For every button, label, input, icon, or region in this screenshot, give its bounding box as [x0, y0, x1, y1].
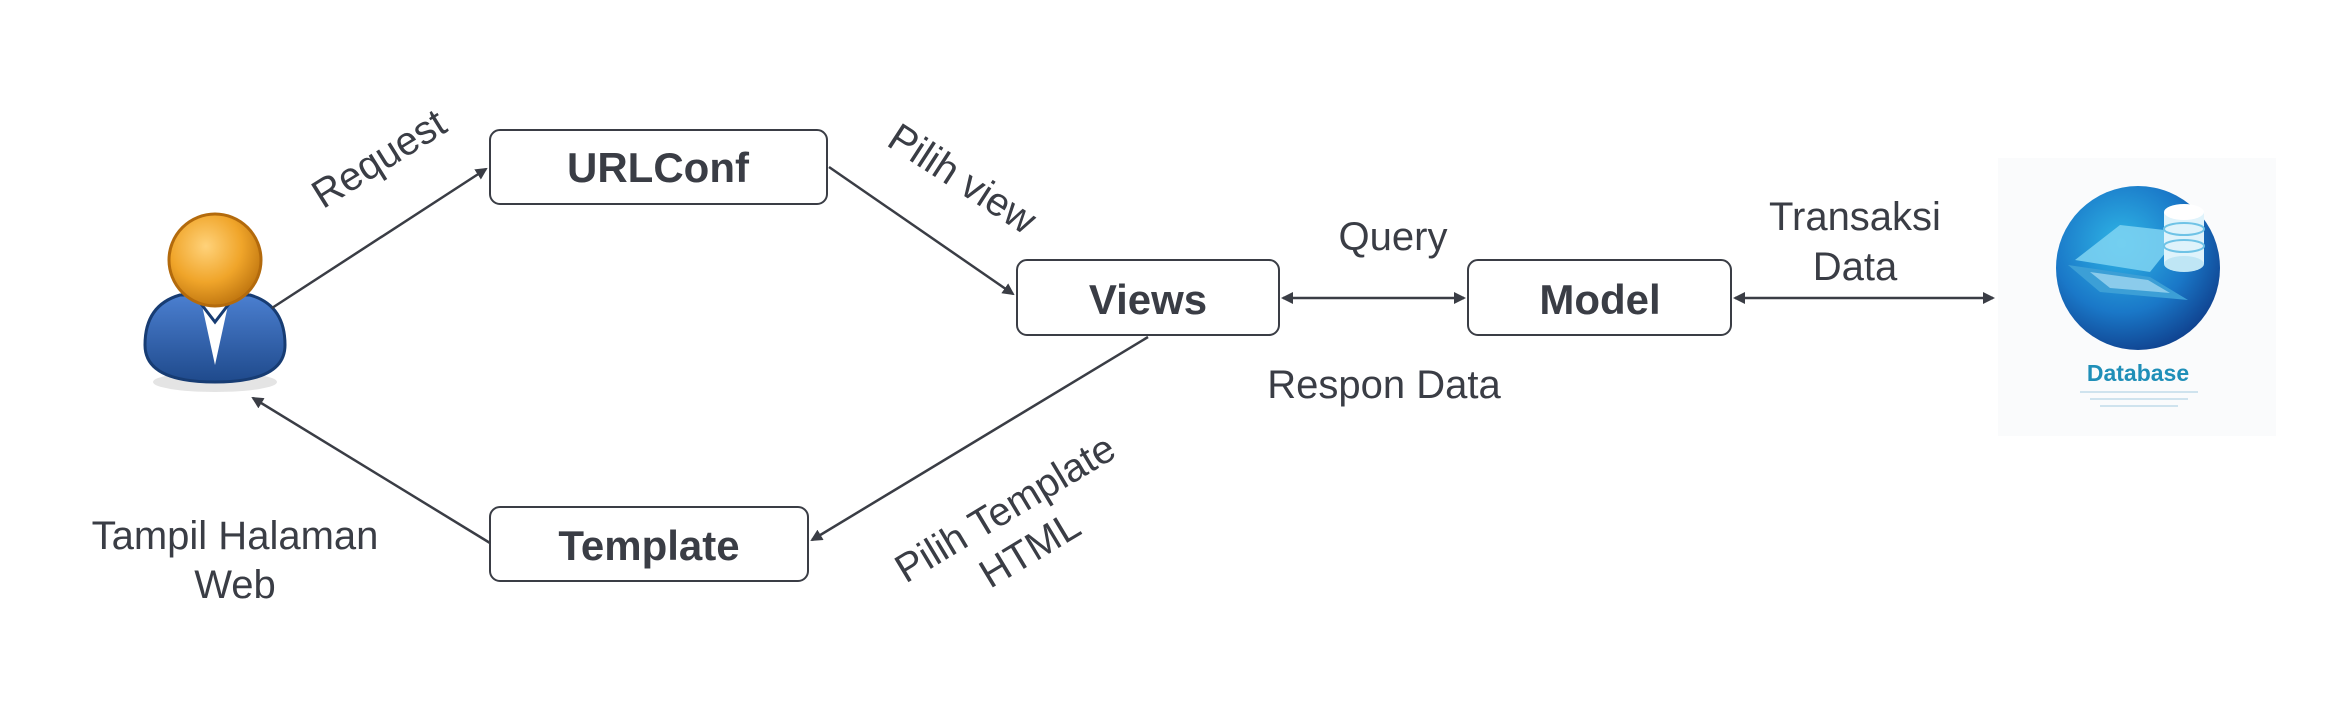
- tampil-halaman-arrow: [251, 396, 491, 545]
- tampil-halaman-line-2: Web: [194, 563, 276, 607]
- template-label: Template: [558, 522, 739, 569]
- database-icon: Database: [1998, 158, 2276, 436]
- template-node: Template: [489, 506, 809, 582]
- database-label: Database: [2087, 360, 2189, 386]
- tampil-halaman-web-label: Tampil Halaman Web: [92, 514, 379, 607]
- tampil-halaman-line-1: Tampil Halaman: [92, 514, 379, 558]
- pilih-template-arrow: [810, 335, 1149, 542]
- transaksi-data-line-1: Transaksi: [1769, 195, 1941, 239]
- pilih-template-html-label: Pilih Template HTML: [888, 426, 1123, 597]
- laptop-icon: [2068, 225, 2188, 300]
- urlconf-label: URLConf: [567, 144, 750, 191]
- pilih-view-label: Pilih view: [880, 115, 1044, 243]
- urlconf-node: URLConf: [489, 129, 828, 205]
- pilih-view-arrow: [828, 165, 1015, 296]
- transaksi-data-line-2: Data: [1813, 245, 1898, 289]
- respon-data-label: Respon Data: [1267, 363, 1501, 407]
- model-node: Model: [1467, 259, 1732, 336]
- user-icon: [143, 212, 287, 392]
- request-arrow: [271, 167, 488, 310]
- views-node: Views: [1016, 259, 1280, 336]
- request-label: Request: [304, 101, 454, 217]
- views-label: Views: [1089, 276, 1207, 323]
- query-label: Query: [1339, 215, 1448, 259]
- model-label: Model: [1539, 276, 1660, 323]
- transaksi-data-label: Transaksi Data: [1769, 195, 1941, 289]
- database-cylinder-icon: [2163, 204, 2205, 272]
